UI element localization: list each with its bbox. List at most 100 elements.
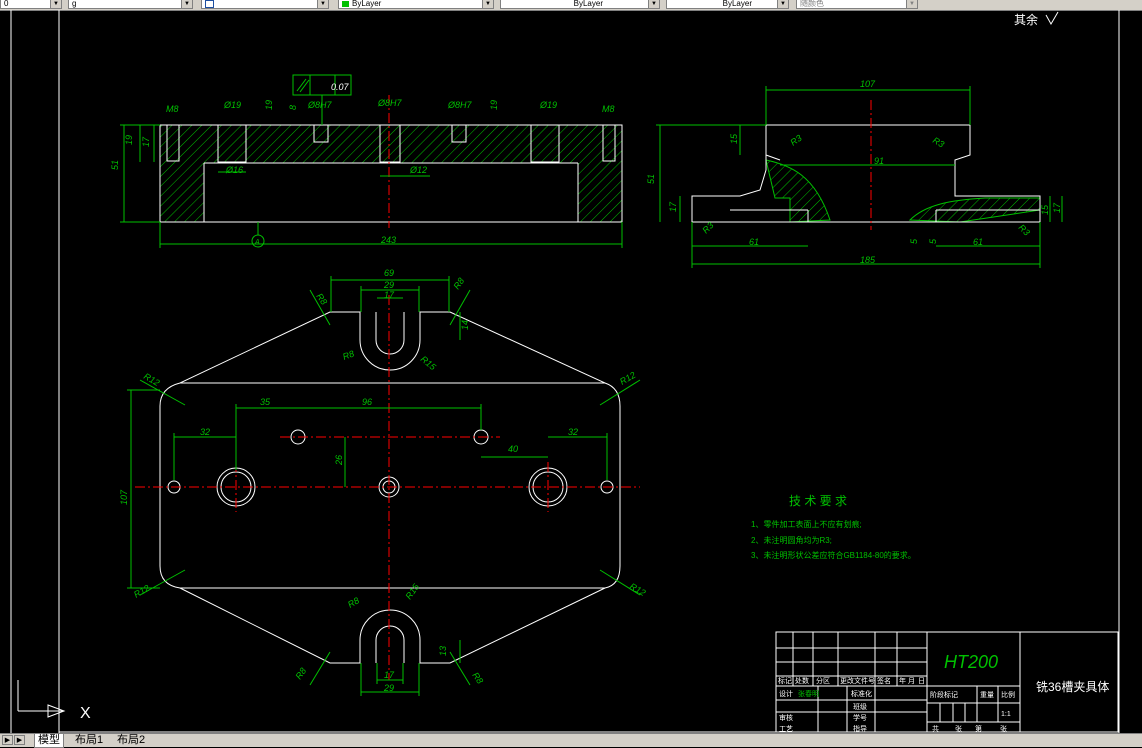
dim-r12-tr: R12 [618,370,637,387]
title-block: HT200 铣36槽夹具体 标记 处数 分区 更改文件号 签名 年 月 日 设计… [775,631,1119,733]
tab-label: 模型 [38,734,60,746]
part-name-label: 铣36槽夹具体 [1036,680,1109,694]
plotstyle-value: 随颜色 [800,0,824,8]
dim-5-a: 5 [909,238,919,244]
dim-r12-tl: R12 [142,371,161,388]
th-mark: 标记 [778,676,792,685]
dim-5-b: 5 [928,238,938,244]
dim-r8-bl: R8 [293,666,308,681]
combo-value: 0 [4,0,9,8]
craft-label: 工艺 [779,725,793,733]
chevron-down-icon[interactable]: ▼ [777,0,788,8]
chevron-down-icon[interactable]: ▼ [181,0,192,8]
designer-name: 张春明 [798,689,819,698]
properties-toolbar: 0▼ g▼ ▼ ByLayer▼ ByLayer▼ ByLayer▼ 随颜色▼ [0,0,1142,11]
dim-35: 35 [260,397,271,407]
top-view: 69 29 17 R8 R8 14 R8 R15 R12 R12 R12 R12… [119,268,647,696]
tech-req-title: 技 术 要 求 [789,494,847,508]
dim-19: 19 [124,135,134,145]
technical-requirements: 技 术 要 求 1、零件加工表面上不应有划痕; 2、未注明圆角均为R3; 3、未… [751,494,916,560]
dim-17-left: 17 [668,201,678,212]
dim-29-bot: 29 [383,683,394,693]
layer-icon [205,0,214,8]
dim-185: 185 [860,255,876,265]
dim-r12-br: R12 [628,581,647,598]
roughness-note: 其余 [1014,12,1038,27]
combo-box-2[interactable]: g▼ [68,0,193,9]
chevron-down-icon[interactable]: ▼ [50,0,61,8]
th-count: 处数 [795,676,809,685]
dim-107-top: 107 [119,489,129,505]
dim-19-b: 19 [264,100,274,110]
weight-label: 重量 [980,691,994,699]
layout-tab-bar: ▶ ▶ 模型 布局1 布局2 [0,733,1142,748]
dim-r3-a: R3 [788,133,803,148]
dim-29-top: 29 [383,280,394,290]
dim-14: 14 [460,320,470,330]
th-month: 月 [908,677,915,685]
dim-17-right: 17 [1052,202,1062,213]
color-swatch-icon [342,0,349,7]
linetype-value: ByLayer [573,0,603,8]
drawing-canvas[interactable]: 其余 [0,10,1142,733]
chevron-down-icon[interactable]: ▼ [482,0,493,8]
tab-layout1[interactable]: 布局1 [72,734,106,747]
sheet-unit: 张 [1000,724,1007,733]
student-label: 学号 [853,713,867,722]
dim-19-c: 19 [489,100,499,110]
plotstyle-combo[interactable]: 随颜色 ▼ [796,0,918,9]
chevron-down-icon[interactable]: ▼ [906,0,917,8]
dim-32-right: 32 [568,427,578,437]
scale-label: 比例 [1001,690,1015,699]
dim-r8-slot-b: R8 [346,595,361,609]
guide-label: 指导 [853,724,867,733]
dim-17-bot: 17 [384,670,395,680]
dim-d8h7-left: Ø8H7 [307,100,333,110]
first-tab-button[interactable]: ▶ [2,735,13,745]
combo-value: g [72,0,77,8]
dim-r8-slot: R8 [341,349,355,362]
dim-61-right: 61 [973,237,983,247]
color-combo[interactable]: ByLayer▼ [338,0,494,9]
linetype-combo[interactable]: ByLayer ▼ [500,0,660,9]
dim-r8-tl: R8 [314,291,329,306]
dim-r15-slot-b: R15 [403,581,421,601]
tab-model[interactable]: 模型 [34,734,64,748]
dim-69: 69 [384,268,394,278]
stage-label: 阶段标记 [930,690,958,699]
tech-req-item: 2、未注明圆角均为R3; [751,535,832,545]
combo-box-1[interactable]: 0▼ [0,0,62,9]
drawing-frame [10,10,1120,733]
dim-r8-br: R8 [470,670,485,685]
dim-d19-left: Ø19 [223,100,241,110]
dim-m8-left: M8 [166,104,179,114]
next-tab-button[interactable]: ▶ [14,735,25,745]
tab-label: 布局2 [117,734,146,746]
datum-a: A [254,239,260,246]
dim-r3-b: R3 [931,135,946,149]
roughness-symbol-icon [1045,11,1059,26]
dim-d8h7-mid: Ø8H7 [377,98,403,108]
th-zone: 分区 [816,676,830,685]
combo-box-3[interactable]: ▼ [201,0,329,9]
scale-value: 1:1 [1001,711,1011,718]
lineweight-combo[interactable]: ByLayer▼ [666,0,789,9]
side-view: 107 91 R3 R3 R3 R3 51 15 17 61 185 61 5 … [646,79,1063,268]
dim-m8-right: M8 [602,104,615,114]
dim-15-b: 15 [1040,204,1050,215]
tab-layout2[interactable]: 布局2 [114,734,148,747]
chevron-down-icon[interactable]: ▼ [648,0,659,8]
chevron-down-icon[interactable]: ▼ [317,0,328,8]
ucs-icon [17,680,66,718]
th-change: 更改文件号 [840,676,875,685]
tech-req-item: 3、未注明形状公差应符合GB1184-80的要求。 [751,550,916,560]
class-label: 班级 [853,702,867,711]
dim-17: 17 [141,136,151,147]
dim-107: 107 [860,79,876,89]
ucs-x-label: X [80,705,91,722]
dim-d12: Ø12 [409,165,427,175]
dim-32-left: 32 [200,427,210,437]
tech-req-item: 1、零件加工表面上不应有划痕; [751,519,862,529]
tab-label: 布局1 [75,734,104,746]
material-label: HT200 [944,652,998,672]
